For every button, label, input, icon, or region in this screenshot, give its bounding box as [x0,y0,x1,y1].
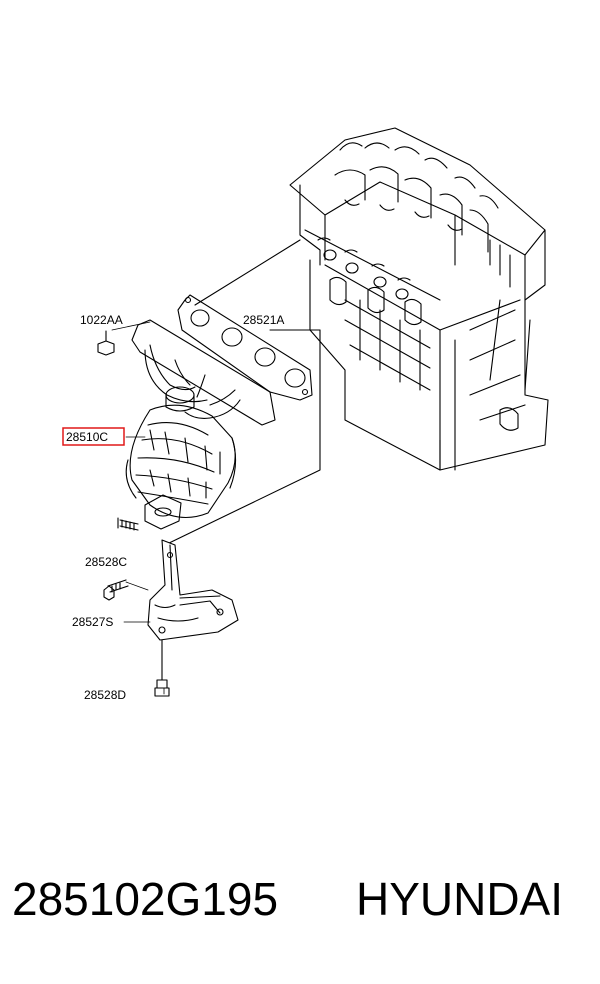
bolt-1022AA [97,321,151,356]
manifold-catalytic-converter [117,319,276,531]
exhaust-gasket [177,294,313,401]
heat-shield-28527S [147,539,239,641]
highlight-box [62,427,125,446]
leader-lines [164,239,321,546]
label-28528D: 28528D [84,688,126,702]
caption: 285102G195 HYUNDAI [0,872,600,952]
label-28510C: 28510C [66,430,108,444]
label-28528C: 28528C [85,555,127,569]
bolt-28528C [103,579,149,601]
brand-name: HYUNDAI [356,873,564,925]
label-1022AA: 1022AA [80,313,123,327]
bolt-28528D [154,639,170,697]
part-number: 285102G195 [12,873,279,925]
label-28521A: 28521A [243,313,284,327]
engine-block [289,127,549,471]
exploded-parts-diagram: 1022AA 28521A 28510C 28528C 28527S 28528… [62,127,549,702]
label-28527S: 28527S [72,615,113,629]
